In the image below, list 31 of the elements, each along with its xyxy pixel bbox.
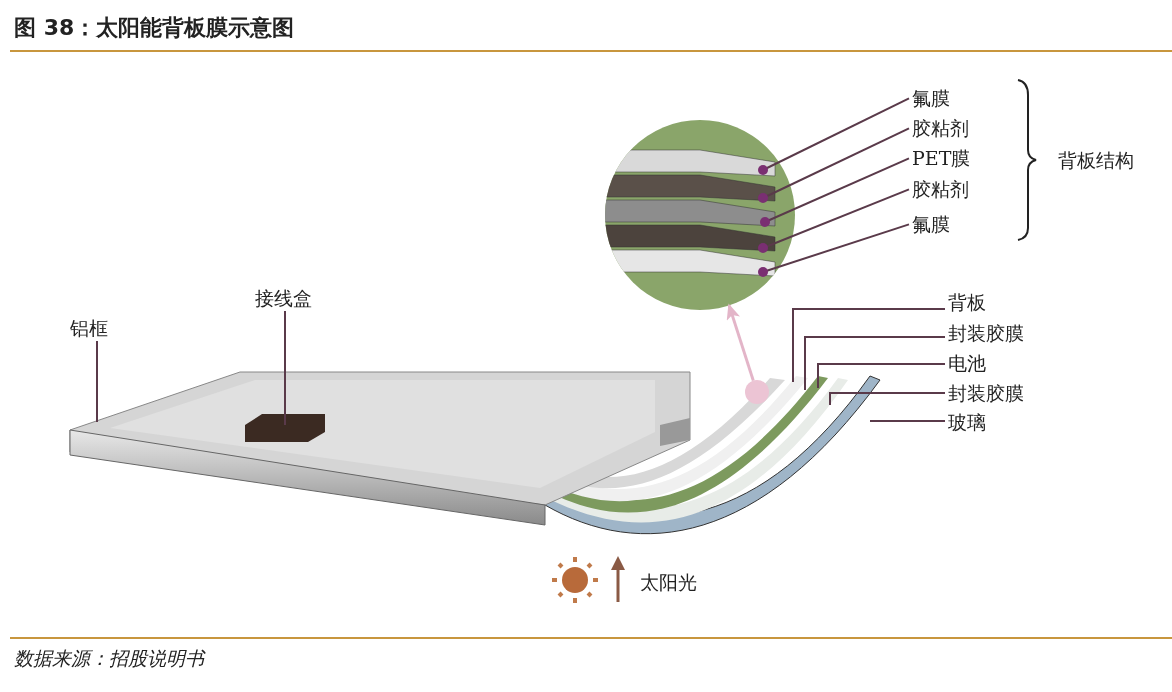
leader-line — [817, 363, 946, 389]
leader-line — [760, 157, 910, 227]
leader-line — [829, 392, 946, 406]
leader-line — [792, 308, 946, 383]
magnified-circle — [605, 120, 795, 310]
leader-line — [869, 420, 946, 422]
source-note: 数据来源：招股说明书 — [14, 648, 204, 669]
leader-line — [284, 309, 286, 426]
leader-line — [758, 223, 910, 277]
layer-label: 封装胶膜 — [948, 383, 1024, 404]
layer-label: 电池 — [948, 353, 986, 374]
highlight-circle — [745, 380, 769, 404]
layer-label: 封装胶膜 — [948, 323, 1024, 344]
layer-label: 胶粘剂 — [912, 179, 969, 200]
leader-line — [758, 188, 910, 253]
layer-label: 背板 — [948, 292, 986, 313]
layer-label: 氟膜 — [912, 214, 950, 235]
leader-line — [804, 336, 946, 391]
leader-line — [96, 339, 98, 423]
group-label: 背板结构 — [1058, 150, 1134, 171]
layer-label: 氟膜 — [912, 88, 950, 109]
leader-line — [758, 127, 910, 203]
arrow — [726, 303, 755, 382]
layer-label: 玻璃 — [948, 412, 986, 433]
leader-line — [758, 97, 910, 175]
figure-title: 图 38：太阳能背板膜示意图 — [14, 16, 295, 41]
layer-label: 胶粘剂 — [912, 118, 969, 139]
layer-label: PET膜 — [912, 148, 971, 169]
part-label: 铝框 — [70, 318, 108, 339]
light-label: 太阳光 — [640, 572, 697, 593]
part-label: 接线盒 — [255, 288, 312, 309]
